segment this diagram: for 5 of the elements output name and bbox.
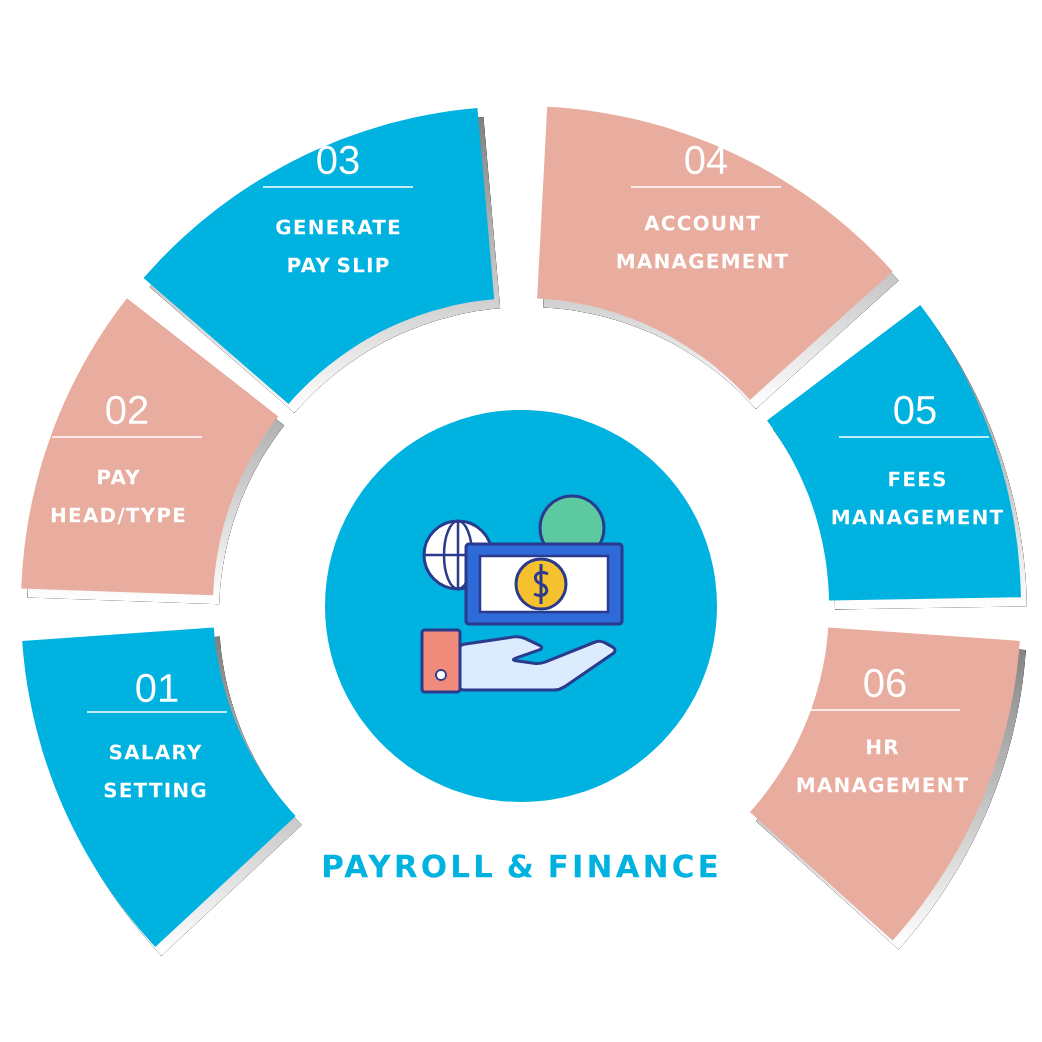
ring-segment: 05 FEES MANAGEMENT [767, 305, 1027, 610]
ring-segment: 06 HR MANAGEMENT [749, 627, 1026, 950]
ring-segment: 01 SALARY SETTING [22, 627, 302, 956]
title: PAYROLL & FINANCE [324, 854, 717, 878]
ring-segment: 02 PAY HEAD/TYPE [21, 298, 285, 605]
